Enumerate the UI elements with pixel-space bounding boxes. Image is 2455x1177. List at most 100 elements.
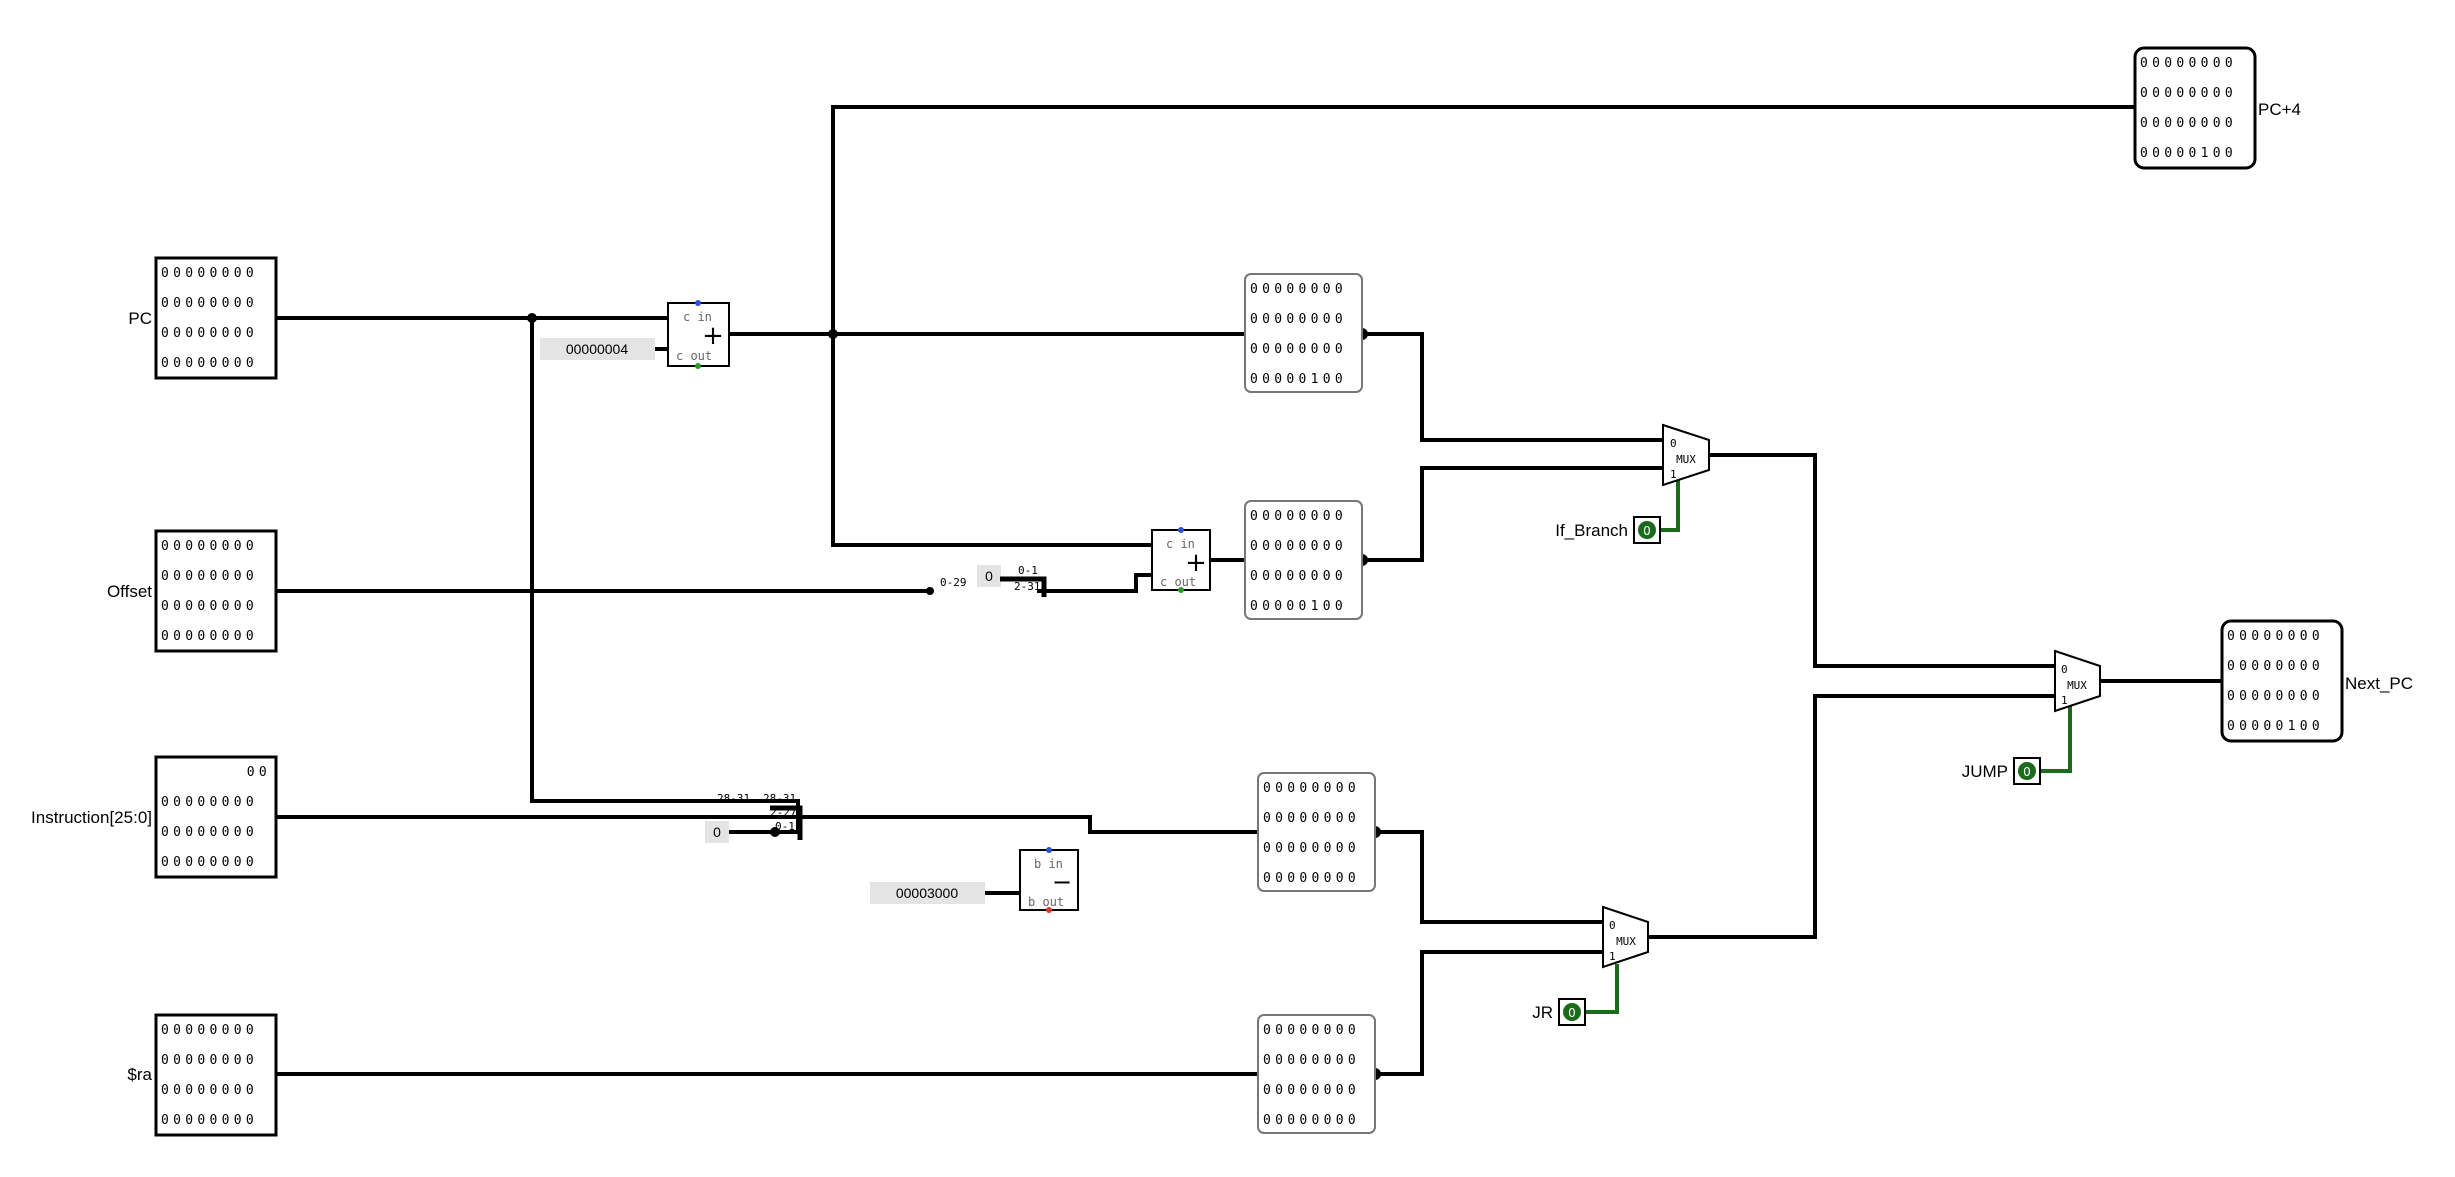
splitter-jump: 28-31 28-31 2-27 0-1 [717, 792, 803, 840]
constant-zero-instr[interactable]: 0 [705, 821, 729, 843]
svg-text:00000000: 00000000 [161, 795, 258, 810]
pin-offset-label: Offset [107, 582, 152, 601]
svg-text:00000000: 00000000 [1250, 282, 1347, 297]
svg-text:MUX: MUX [1676, 453, 1696, 466]
svg-text:00000000: 00000000 [161, 1053, 258, 1068]
svg-text:00000100: 00000100 [1250, 372, 1347, 387]
svg-text:0: 0 [1568, 1006, 1576, 1020]
svg-text:0-29: 0-29 [940, 576, 967, 589]
svg-text:00000000: 00000000 [2140, 86, 2237, 101]
svg-text:0-1: 0-1 [775, 820, 795, 833]
svg-text:00000000: 00000000 [161, 1023, 258, 1038]
svg-text:0-1: 0-1 [1018, 564, 1038, 577]
pin-ra[interactable]: 00000000 00000000 00000000 00000000 [154, 1013, 278, 1137]
svg-text:c in: c in [1166, 537, 1195, 551]
svg-text:c out: c out [676, 349, 712, 363]
control-jr-label: JR [1532, 1003, 1553, 1022]
svg-text:MUX: MUX [1616, 935, 1636, 948]
control-jr[interactable]: 0 [1558, 998, 1586, 1026]
svg-text:00000000: 00000000 [161, 569, 258, 584]
svg-text:00000100: 00000100 [1250, 599, 1347, 614]
mux-jr[interactable]: MUX 0 1 [1602, 905, 1649, 969]
adder-branch-target[interactable]: c in c out + [1151, 527, 1211, 593]
svg-text:00000000: 00000000 [161, 539, 258, 554]
output-next-pc: 00000000 00000000 00000000 00000100 [2220, 619, 2344, 743]
svg-text:c in: c in [683, 310, 712, 324]
svg-text:00000100: 00000100 [2227, 719, 2324, 734]
subtractor[interactable]: b in b out − [985, 847, 1079, 913]
svg-text:c out: c out [1160, 575, 1196, 589]
pin-pc[interactable]: 00000000 00000000 00000000 00000000 [154, 256, 278, 380]
svg-text:00000000: 00000000 [2227, 659, 2324, 674]
svg-text:0: 0 [1643, 524, 1651, 538]
svg-text:0: 0 [2061, 663, 2068, 676]
constant-base[interactable]: 00003000 [870, 882, 985, 904]
pin-offset[interactable]: 00000000 00000000 00000000 00000000 [154, 529, 278, 653]
svg-text:00000100: 00000100 [2140, 146, 2237, 161]
control-if-branch[interactable]: 0 [1633, 516, 1661, 544]
junction-dots [527, 313, 1381, 1080]
svg-text:28-31: 28-31 [717, 792, 750, 805]
svg-text:00000000: 00000000 [2140, 116, 2237, 131]
svg-text:2-31: 2-31 [1014, 580, 1041, 593]
mux-branch[interactable]: MUX 0 1 [1662, 423, 1710, 487]
svg-text:00000000: 00000000 [161, 1083, 258, 1098]
svg-text:1: 1 [1609, 950, 1616, 963]
svg-text:00003000: 00003000 [896, 885, 959, 901]
svg-text:00000000: 00000000 [2227, 689, 2324, 704]
output-pc4: 00000000 00000000 00000000 00000100 [2133, 46, 2257, 170]
svg-text:00000000: 00000000 [161, 855, 258, 870]
pin-instruction[interactable]: 00 00000000 00000000 00000000 [154, 755, 278, 879]
svg-text:00000000: 00000000 [1250, 312, 1347, 327]
svg-text:0: 0 [713, 824, 721, 840]
splitter-offset: 0-29 0-1 2-31 [940, 564, 1047, 597]
svg-text:00000000: 00000000 [1263, 1023, 1360, 1038]
svg-text:+: + [1185, 548, 1207, 578]
svg-text:0: 0 [2023, 765, 2031, 779]
adder-pc-plus-4[interactable]: c in c out + [667, 300, 730, 369]
svg-text:0: 0 [1609, 919, 1616, 932]
svg-text:00000000: 00000000 [1263, 841, 1360, 856]
constant-four[interactable]: 00000004 [540, 338, 655, 360]
svg-text:1: 1 [1670, 468, 1677, 481]
svg-text:00: 00 [247, 765, 271, 780]
pin-ra-label: $ra [127, 1065, 152, 1084]
svg-text:0: 0 [1670, 437, 1677, 450]
svg-text:b in: b in [1034, 857, 1063, 871]
svg-text:00000000: 00000000 [161, 326, 258, 341]
constant-zero-offset[interactable]: 0 [977, 565, 1001, 587]
control-jump-label: JUMP [1962, 762, 2008, 781]
svg-text:00000000: 00000000 [1250, 342, 1347, 357]
probe-jump-target: 00000000 00000000 00000000 00000000 [1257, 772, 1376, 892]
svg-text:b out: b out [1028, 895, 1064, 909]
svg-text:00000000: 00000000 [161, 356, 258, 371]
svg-text:00000000: 00000000 [1250, 569, 1347, 584]
mux-jump[interactable]: MUX 0 1 [2054, 649, 2101, 713]
probe-pc4: 00000000 00000000 00000000 00000100 [1244, 273, 1363, 393]
svg-text:00000000: 00000000 [161, 599, 258, 614]
svg-text:00000000: 00000000 [161, 629, 258, 644]
svg-text:00000000: 00000000 [161, 266, 258, 281]
svg-text:00000000: 00000000 [1263, 1083, 1360, 1098]
pin-pc-label: PC [128, 309, 152, 328]
output-pc4-label: PC+4 [2258, 100, 2301, 119]
svg-text:00000000: 00000000 [1250, 509, 1347, 524]
svg-text:00000000: 00000000 [1263, 871, 1360, 886]
wires [276, 105, 2222, 1076]
svg-text:+: + [702, 321, 724, 351]
svg-text:−: − [1052, 868, 1072, 896]
output-next-pc-label: Next_PC [2345, 674, 2413, 693]
svg-text:00000000: 00000000 [1263, 811, 1360, 826]
svg-text:00000000: 00000000 [2140, 56, 2237, 71]
svg-text:00000000: 00000000 [161, 1113, 258, 1128]
svg-text:00000004: 00000004 [566, 341, 629, 357]
svg-text:00000000: 00000000 [1263, 781, 1360, 796]
svg-text:00000000: 00000000 [161, 825, 258, 840]
svg-text:0: 0 [985, 568, 993, 584]
control-if-branch-label: If_Branch [1555, 521, 1628, 540]
probe-branch-target: 00000000 00000000 00000000 00000100 [1244, 500, 1363, 620]
svg-text:00000000: 00000000 [1263, 1113, 1360, 1128]
svg-text:00000000: 00000000 [161, 296, 258, 311]
control-jump[interactable]: 0 [2013, 757, 2041, 785]
